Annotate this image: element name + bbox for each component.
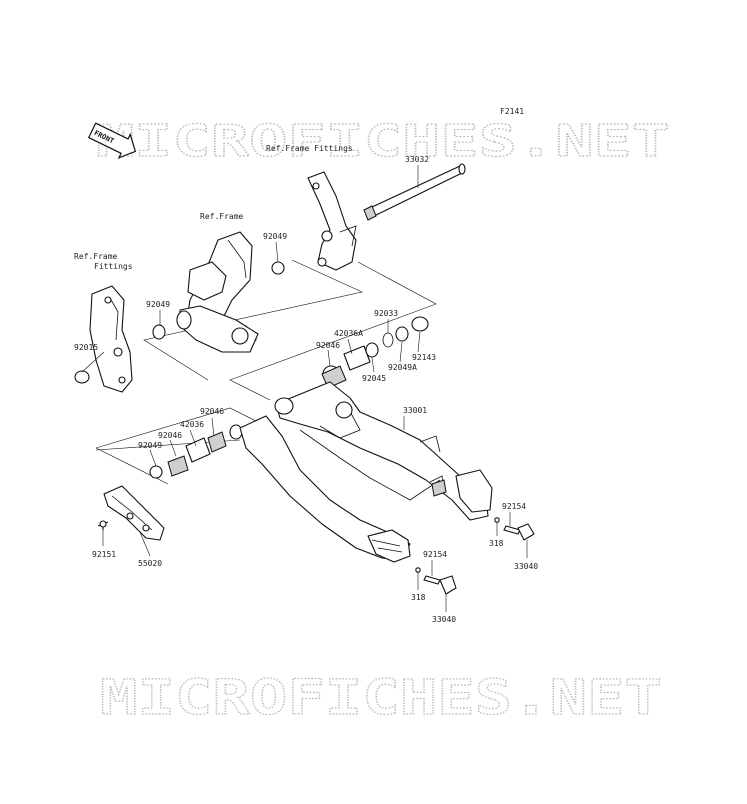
callout-55020: 55020 [138,559,162,568]
watermark-bottom: MICROFICHES.NET [100,670,662,726]
callout-42036: 42036 [180,420,204,429]
ref-frame: Ref.Frame [200,212,244,221]
callout-92049a: 92049A [388,363,417,372]
watermark-top: MICROFICHES.NET [96,116,670,167]
callout-33032: 33032 [405,155,429,164]
pivot-shaft [363,163,466,221]
cap-92015-shape [74,370,90,384]
callout-42036a: 42036A [334,329,363,338]
swingarm [239,381,493,563]
callout-92049-b: 92049 [146,300,170,309]
ref-frame-fittings-left-line1: Ref.Frame [74,252,118,261]
callout-92046-b: 92046 [200,407,224,416]
frame-fitting-plate-left [74,285,133,393]
callout-92143: 92143 [412,353,436,362]
callout-33040-a: 33040 [514,562,538,571]
callout-92033: 92033 [374,309,398,318]
ref-frame-fittings-top: Ref.Frame Fittings [266,144,353,153]
ref-frame-fittings-left-line2: Fittings [94,262,133,271]
callout-33001: 33001 [403,406,427,415]
callout-92049-a: 92049 [263,232,287,241]
callout-318-b: 318 [411,593,426,602]
frame-section [176,231,259,353]
callout-92151: 92151 [92,550,116,559]
figure-code: F2141 [500,107,524,116]
front-arrow-icon: FRONT [87,122,137,159]
left-pivot-hardware [149,424,243,479]
callout-92046-c: 92046 [158,431,182,440]
callout-92015: 92015 [74,343,98,352]
callout-33040-b: 33040 [432,615,456,624]
callout-92045: 92045 [362,374,386,383]
frame-fitting-bracket-right [307,171,357,271]
callout-92046-a: 92046 [316,341,340,350]
chain-adjusters [415,517,535,595]
callout-92154-a: 92154 [502,502,526,511]
chain-guide [97,485,165,541]
callout-318-a: 318 [489,539,504,548]
callout-leaders [81,165,528,612]
callout-92049-c: 92049 [138,441,162,450]
callout-92154-b: 92154 [423,550,447,559]
